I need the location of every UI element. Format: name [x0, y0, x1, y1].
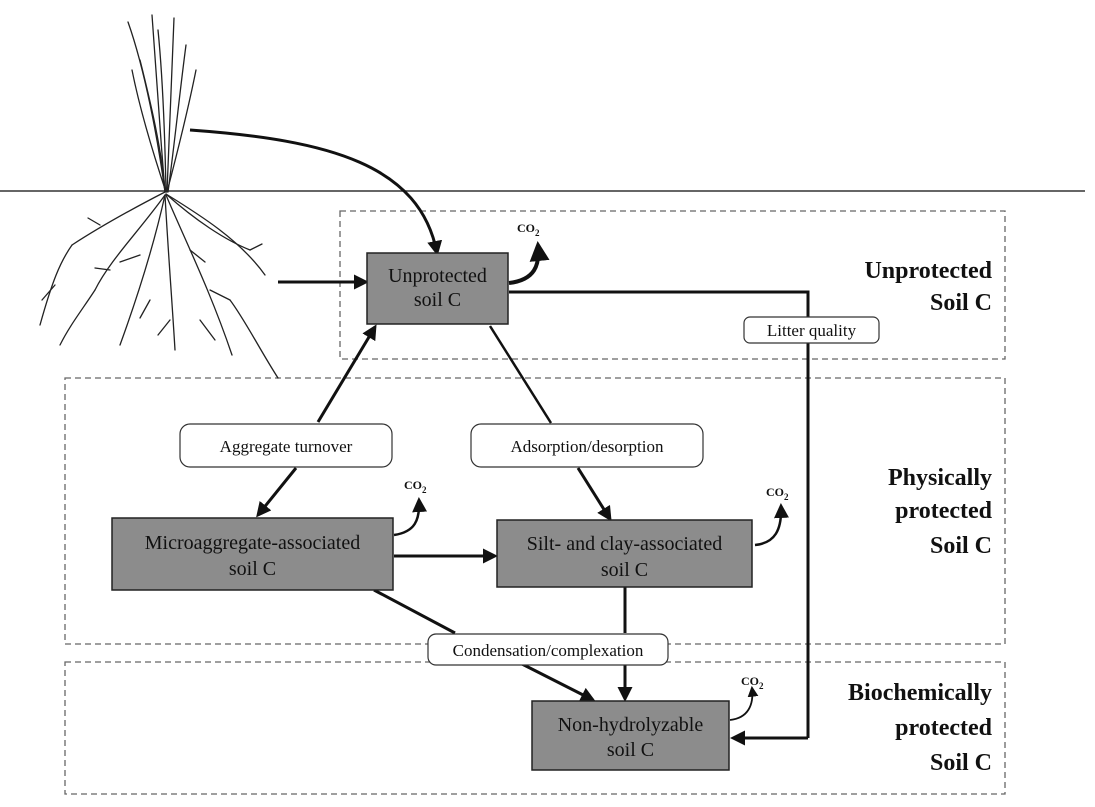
pool-nonhydro-line2: soil C — [607, 739, 654, 761]
pool-unprotected-line1: Unprotected — [388, 265, 487, 287]
line-unprotected-to-adsorption — [488, 325, 553, 424]
zone-physical-line3: Soil C — [930, 533, 992, 559]
co2-label-silt: CO2 — [766, 485, 789, 502]
pool-nonhydro-line1: Non-hydrolyzable — [558, 714, 704, 736]
arrow-adsorption-to-silt — [576, 467, 612, 522]
zone-unprotected-line2: Soil C — [930, 290, 992, 316]
pool-micro-line2: soil C — [229, 558, 276, 580]
co2-label-unprotected: CO2 — [517, 221, 540, 238]
label-litter-quality: Litter quality — [743, 316, 880, 344]
zone-biochemical-line3: Soil C — [930, 750, 992, 776]
arrow-shoot-input — [189, 128, 443, 256]
zone-unprotected-line1: Unprotected — [864, 258, 992, 284]
pool-silt-line2: soil C — [601, 559, 648, 581]
pool-unprotected: Unprotected soil C — [366, 252, 509, 325]
label-condensation: Condensation/complexation — [427, 633, 669, 666]
svg-text:Adsorption/desorption: Adsorption/desorption — [511, 437, 664, 456]
arrow-nonhydro-co2 — [729, 685, 759, 721]
zone-biochemical-line2: protected — [895, 715, 993, 741]
line-litter-quality-path — [509, 290, 810, 738]
pool-unprotected-line2: soil C — [414, 289, 461, 311]
arrow-silt-co2 — [754, 503, 789, 547]
label-aggregate-turnover: Aggregate turnover — [179, 423, 393, 468]
pool-micro-line1: Microaggregate-associated — [145, 532, 360, 554]
arrow-turnover-to-micro — [256, 467, 298, 518]
svg-text:Condensation/complexation: Condensation/complexation — [453, 641, 644, 660]
svg-text:Aggregate turnover: Aggregate turnover — [220, 437, 353, 456]
zone-physical-border — [64, 377, 1006, 645]
zone-unprotected-border — [339, 210, 1006, 360]
pool-silt: Silt- and clay-associated soil C — [496, 519, 753, 588]
arrow-unprotected-co2 — [508, 241, 550, 285]
zone-biochemical-line1: Biochemically — [848, 680, 992, 706]
pool-micro: Microaggregate-associated soil C — [111, 517, 394, 591]
zone-physical-line2: protected — [895, 498, 993, 524]
co2-label-nonhydro: CO2 — [741, 674, 764, 691]
plant-illustration — [39, 14, 279, 379]
arrow-micro-co2 — [393, 497, 428, 537]
pool-silt-line1: Silt- and clay-associated — [527, 533, 723, 555]
svg-text:Litter quality: Litter quality — [767, 321, 857, 340]
line-micro-to-condensation — [373, 588, 456, 635]
zone-physical-line1: Physically — [888, 465, 992, 491]
label-adsorption: Adsorption/desorption — [470, 423, 704, 468]
arrow-micro-to-unprotected — [316, 324, 377, 423]
pool-nonhydro: Non-hydrolyzable soil C — [531, 700, 730, 771]
co2-label-micro: CO2 — [404, 478, 427, 495]
arrow-condensation-to-nonhydro — [521, 662, 596, 702]
connectors — [189, 128, 810, 746]
